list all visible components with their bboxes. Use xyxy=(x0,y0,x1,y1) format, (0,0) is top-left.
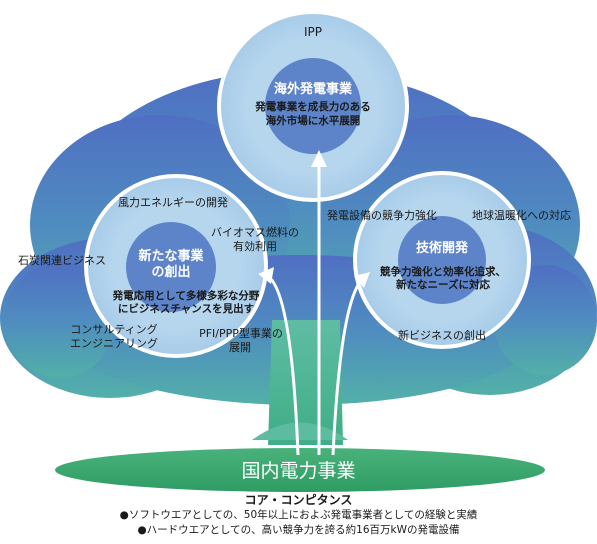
domestic-power-business-label: 国内電力事業 xyxy=(241,460,356,482)
core-competence-software: ●ソフトウエアとしての、50年以上におよぶ発電事業者としての経験と実績 xyxy=(119,509,478,521)
pfi-label-line2: 展開 xyxy=(229,341,251,354)
ipp-label: IPP xyxy=(303,25,322,39)
technology-description-line2: 新たなニーズに対応 xyxy=(396,279,490,291)
arrow-heads xyxy=(258,150,370,288)
overseas-description-line2: 海外市場に水平展開 xyxy=(265,115,361,127)
core-competence-hardware: ●ハードウエアとしての、高い競争力を誇る約16百万kWの発電設備 xyxy=(137,524,460,536)
generation-competitiveness-label: 発電設備の競争力強化 xyxy=(327,209,437,222)
growth-arrows xyxy=(268,165,362,456)
overseas-core-title: 海外発電事業 xyxy=(273,82,352,97)
circle-overseas xyxy=(217,10,409,202)
circle-new-business xyxy=(84,174,268,358)
new-business-description-line2: にビジネスチャンスを見出す xyxy=(117,303,255,315)
new-business-creation-label: 新ビジネスの創出 xyxy=(398,329,486,342)
consulting-label-line1: コンサルティング xyxy=(70,323,158,336)
ground-ellipse xyxy=(55,448,545,492)
core-competence-heading: コア・コンピタンス xyxy=(244,493,353,507)
overseas-description-line1: 発電事業を成長力のある xyxy=(255,101,371,113)
biomass-label-line2: 有効利用 xyxy=(233,240,277,253)
new-business-core-title-line2: の創出 xyxy=(151,265,191,280)
new-business-description-line1: 発電応用として多様多彩な分野 xyxy=(112,290,260,302)
circle-technology xyxy=(353,171,531,349)
tree-trunk xyxy=(268,320,343,445)
technology-description-line1: 競争力強化と効率化追求、 xyxy=(380,266,506,278)
wind-energy-label: 風力エネルギーの開発 xyxy=(118,196,228,209)
coal-business-label: 石炭関連ビジネス xyxy=(18,254,106,267)
technology-core-title: 技術開発 xyxy=(415,241,468,256)
pfi-label-line1: PFI/PPP型事業の xyxy=(199,327,283,340)
global-warming-label: 地球温暖化への対応 xyxy=(472,209,571,222)
biomass-label-line1: バイオマス燃料の xyxy=(211,226,299,239)
new-business-core-title-line1: 新たな事業 xyxy=(138,249,204,264)
consulting-label-line2: エンジニアリング xyxy=(70,337,158,350)
